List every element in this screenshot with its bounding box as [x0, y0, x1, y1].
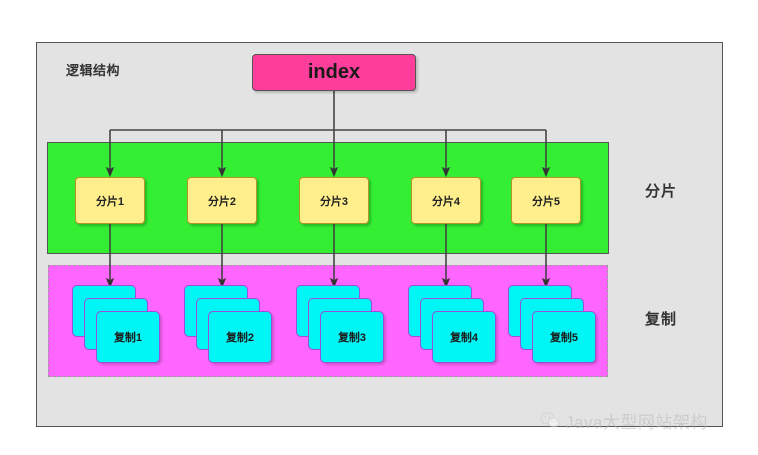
band-label-shard: 分片 [645, 183, 678, 200]
replica-card-front[interactable]: 复制2 [208, 311, 272, 363]
shard-box-2[interactable]: 分片2 [187, 177, 257, 224]
watermark-text: Java大型网站架构 [565, 413, 708, 432]
replica-stack-5[interactable]: 复制5 [508, 285, 596, 365]
replica-stack-4[interactable]: 复制4 [408, 285, 496, 365]
shard-box-3[interactable]: 分片3 [299, 177, 369, 224]
shard-box-1[interactable]: 分片1 [75, 177, 145, 224]
page-title: 逻辑结构 [66, 63, 121, 78]
shard-box-5[interactable]: 分片5 [511, 177, 581, 224]
replica-stack-1[interactable]: 复制1 [72, 285, 160, 365]
wechat-icon [540, 412, 560, 428]
replica-card-front[interactable]: 复制4 [432, 311, 496, 363]
replica-card-front[interactable]: 复制3 [320, 311, 384, 363]
index-node[interactable]: index [252, 54, 416, 91]
band-label-replica: 复制 [645, 311, 678, 328]
shard-box-4[interactable]: 分片4 [411, 177, 481, 224]
watermark: Java大型网站架构 [540, 408, 708, 433]
replica-stack-2[interactable]: 复制2 [184, 285, 272, 365]
replica-card-front[interactable]: 复制1 [96, 311, 160, 363]
replica-stack-3[interactable]: 复制3 [296, 285, 384, 365]
replica-card-front[interactable]: 复制5 [532, 311, 596, 363]
